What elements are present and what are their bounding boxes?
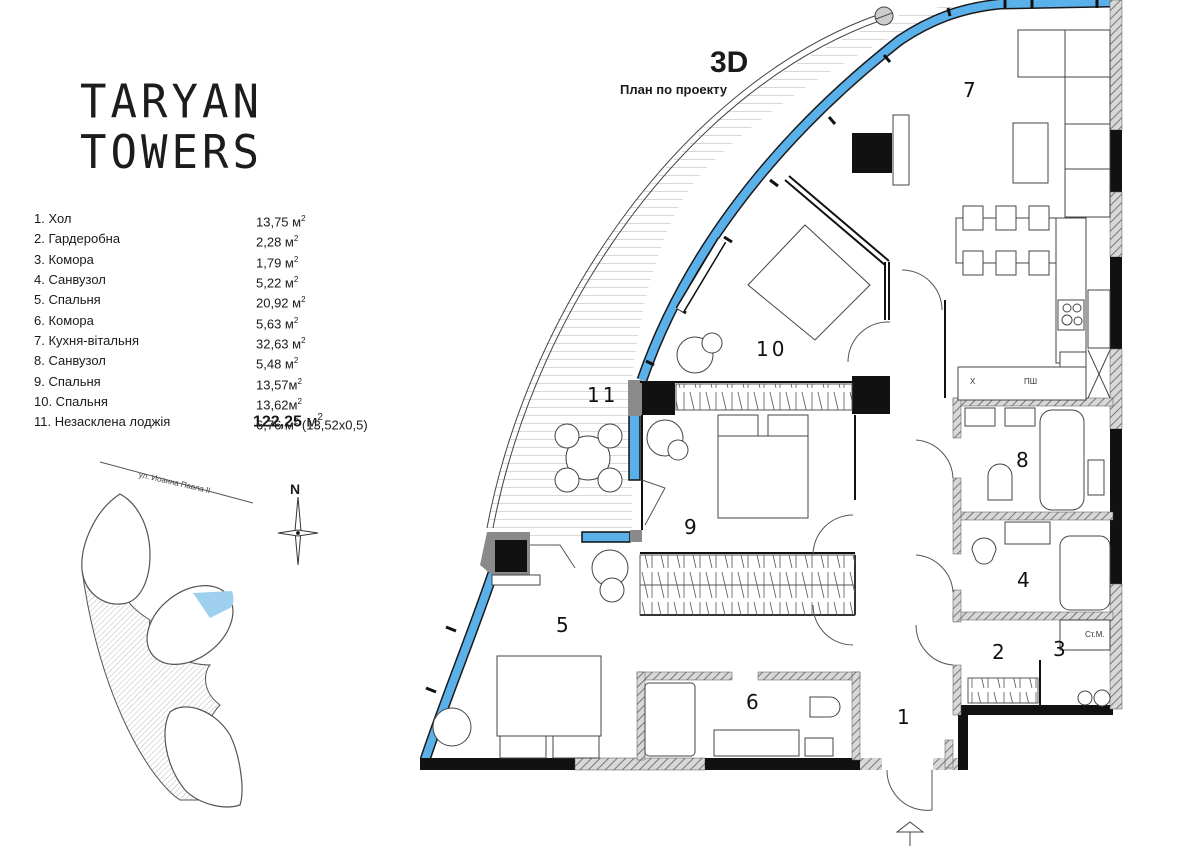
room-label-bathroom-8: 8 [1016, 448, 1032, 472]
room-label-wardrobe: 2 [992, 640, 1008, 664]
compass-north-icon: N [290, 481, 301, 497]
site-plan [81, 461, 319, 808]
room-label-bedroom-5: 5 [556, 613, 572, 637]
room-label-bedroom-9: 9 [684, 515, 700, 539]
fridge-label: Х [970, 377, 976, 386]
dishwasher-label: ПШ [1024, 377, 1038, 386]
room-label-hall: 1 [897, 705, 913, 729]
plan-subtitle: План по проекту [620, 82, 728, 97]
room-label-storage-6: 6 [746, 690, 762, 714]
plan-title: 3D [710, 46, 749, 79]
brand-logo: TARYAN TOWERS [80, 75, 263, 180]
room-label-bedroom-10: 10 [756, 337, 788, 361]
legend-row: 8. Санвузол 5,48 м2 [34, 353, 299, 372]
total-area: 122,25 м2 [253, 412, 323, 431]
room-label-kitchen-living: 7 [963, 78, 979, 102]
brand-line-1: TARYAN [80, 75, 263, 130]
room-label-bathroom-4: 4 [1017, 568, 1033, 592]
washing-machine-label: Ст.М. [1085, 630, 1105, 639]
brand-line-2: TOWERS [80, 125, 263, 180]
apartment-plan [419, 0, 1123, 846]
room-label-loggia: 11 [587, 383, 619, 407]
room-label-storage: 3 [1053, 637, 1069, 661]
